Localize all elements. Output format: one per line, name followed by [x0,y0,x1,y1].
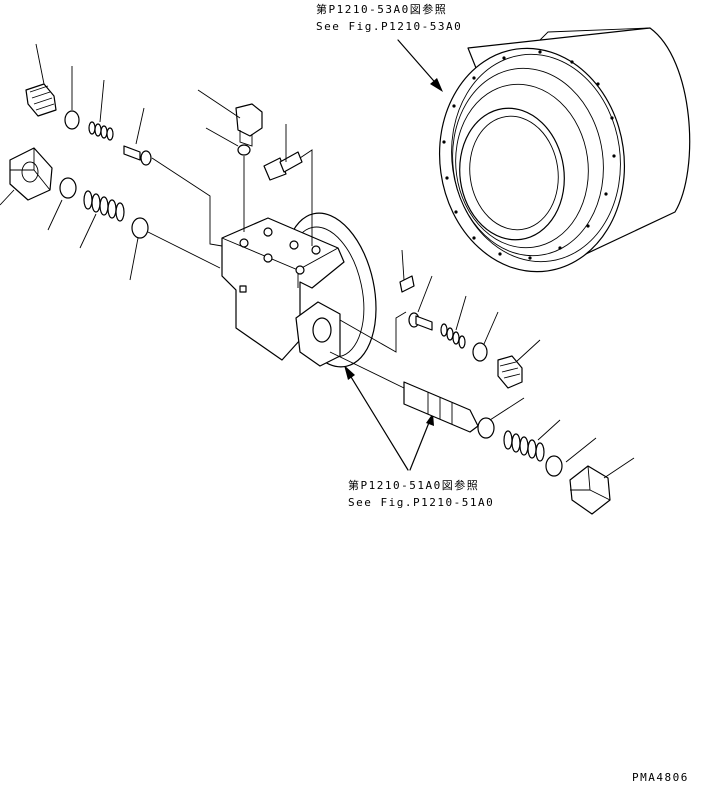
motor-block-ports [239,227,321,293]
spring-upper-left[interactable] [88,121,114,141]
final-drive-bore-inner [469,115,559,231]
o-ring-lower-right[interactable] [545,455,563,477]
plug-top-center[interactable] [235,103,263,147]
final-drive-ring-3 [455,83,589,249]
plug-upper-left[interactable] [25,83,57,117]
leader-line-upper-left [151,157,223,247]
pin-right[interactable] [399,275,415,293]
final-drive-step [539,27,651,41]
final-drive-bore [459,107,565,241]
poppet-right[interactable] [408,312,433,331]
seat-lower-right[interactable] [477,417,495,439]
reference-arrow-final-drive [397,39,441,89]
spring-upper-right[interactable] [440,323,466,349]
plug-lower-right[interactable] [569,465,611,515]
o-ring-upper-left[interactable] [64,110,80,130]
spool[interactable] [403,381,479,433]
reference-arrow-motor-left-head [344,365,355,380]
plug-upper-right[interactable] [497,355,523,389]
socket-bolt-top-center[interactable] [263,151,303,181]
drawing-code: PMA4806 [632,771,689,784]
final-drive-ring-2 [452,67,604,257]
reference-label-motor[interactable]: 第P1210-51A0図参照 See Fig.P1210-51A0 [348,478,494,509]
reference-label-final-drive[interactable]: 第P1210-53A0図参照 See Fig.P1210-53A0 [316,2,462,33]
travel-motor-assembly[interactable] [221,205,389,376]
o-ring-upper-right[interactable] [472,342,488,362]
o-ring-lower-left[interactable] [59,177,77,199]
poppet-upper-left[interactable] [123,145,152,166]
reference-label-motor-en: See Fig.P1210-51A0 [348,496,494,509]
final-drive-housing[interactable] [425,27,691,284]
plug-lower-left[interactable] [9,147,53,201]
reference-arrow-final-drive-head [430,78,443,92]
final-drive-ring-1 [451,53,621,263]
motor-relief-port [312,317,332,343]
leader-line-lower-left [147,231,221,269]
o-ring-top-center[interactable] [237,144,251,156]
motor-block-lower-edge [221,275,237,291]
leader-line-socket-bolt [299,149,313,246]
reference-label-final-drive-jp: 第P1210-53A0図参照 [316,2,447,16]
reference-label-final-drive-en: See Fig.P1210-53A0 [316,20,462,33]
leader-line-spool [329,351,405,389]
callout-leader-lines [0,43,635,479]
spring-lower-left[interactable] [83,190,125,222]
reference-arrow-motor-left [347,371,409,471]
reference-arrow-motor-right [409,419,431,471]
spring-lower-right[interactable] [503,430,545,462]
leader-line-upper-right [339,311,407,353]
reference-label-motor-jp: 第P1210-51A0図参照 [348,478,479,492]
final-drive-bolt-holes [442,50,616,260]
seat-lower-left[interactable] [131,217,149,239]
